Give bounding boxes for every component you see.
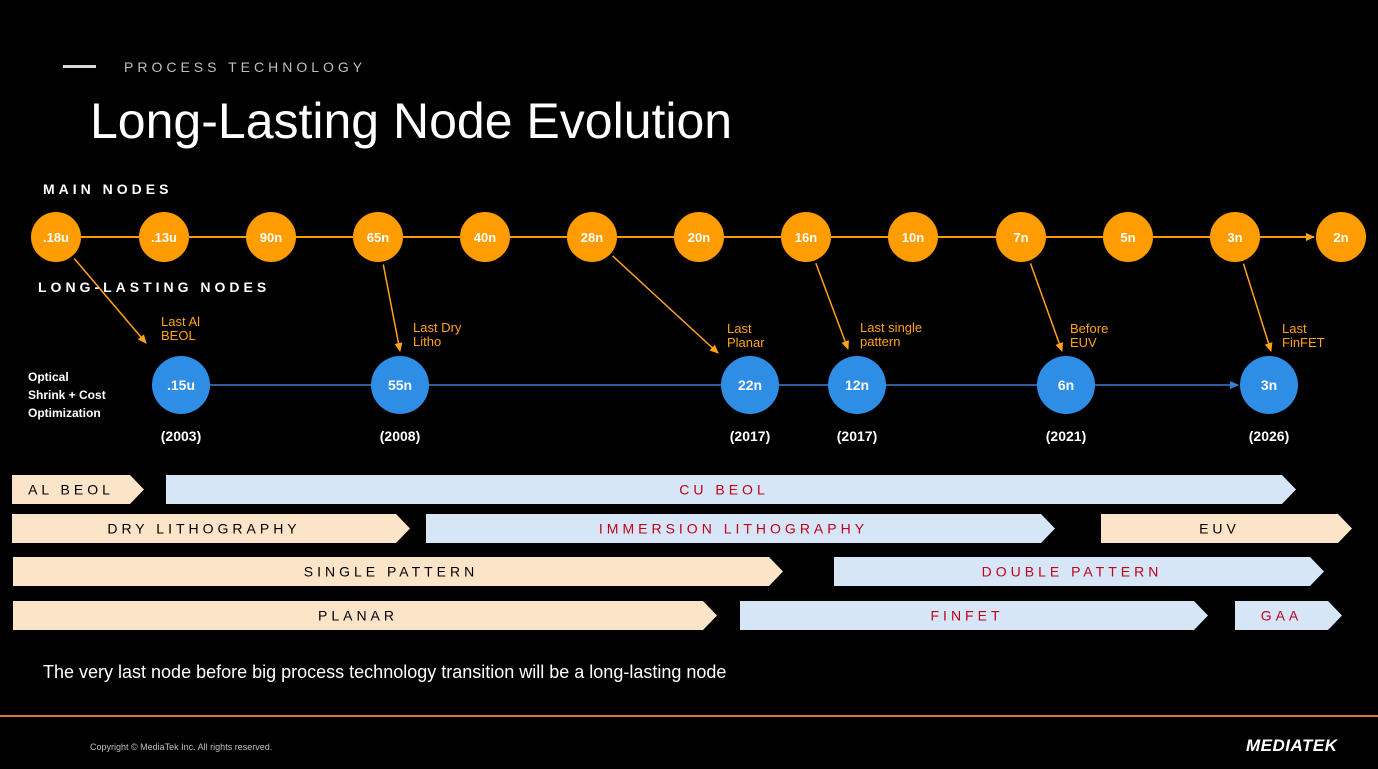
long-lasting-nodes-heading: LONG-LASTING NODES <box>38 279 271 295</box>
transition-arrow-15u <box>73 257 147 344</box>
tech-bar-label: CU BEOL <box>679 482 768 498</box>
transition-annotation: Last single <box>860 320 922 335</box>
transition-annotation: Last Dry <box>413 320 462 335</box>
tech-bar-al-beol <box>12 475 144 504</box>
main-node-label: 65n <box>367 230 389 245</box>
page-title: Long-Lasting Node Evolution <box>90 93 733 149</box>
tech-bar-label: IMMERSION LITHOGRAPHY <box>599 521 868 537</box>
long-lasting-node-year: (2017) <box>730 428 770 444</box>
transition-annotation: Last <box>727 321 752 336</box>
optical-line-2: Shrink + Cost <box>28 388 106 402</box>
tech-bar-label: DRY LITHOGRAPHY <box>107 521 300 537</box>
main-node-label: 2n <box>1333 230 1348 245</box>
tech-bar-label: AL BEOL <box>28 482 114 498</box>
transition-annotation: pattern <box>860 334 900 349</box>
tech-bar-dry-lithography <box>12 514 410 543</box>
main-nodes-heading: MAIN NODES <box>43 181 173 197</box>
main-node-7n <box>996 212 1046 262</box>
long-lasting-node-year: (2021) <box>1046 428 1086 444</box>
optical-line-1: Optical <box>28 370 69 384</box>
eyebrow-label: PROCESS TECHNOLOGY <box>124 59 367 75</box>
tagline: The very last node before big process te… <box>43 662 727 682</box>
main-node-18u <box>31 212 81 262</box>
main-node-label: 3n <box>1227 230 1242 245</box>
main-node-13u <box>139 212 189 262</box>
main-node-3n <box>1210 212 1260 262</box>
long-lasting-node-label: 55n <box>388 377 412 393</box>
long-lasting-node-label: 6n <box>1058 377 1074 393</box>
footer-rule <box>0 715 1378 717</box>
main-node-label: 28n <box>581 230 603 245</box>
tech-bar-finfet <box>740 601 1208 630</box>
tech-bar-label: FINFET <box>931 608 1004 624</box>
transition-arrow-3n <box>1242 263 1273 352</box>
main-node-label: 7n <box>1013 230 1028 245</box>
main-node-16n <box>781 212 831 262</box>
main-node-90n <box>246 212 296 262</box>
eyebrow-rule <box>63 65 96 68</box>
main-node-5n <box>1103 212 1153 262</box>
main-node-label: 16n <box>795 230 817 245</box>
transition-arrow-12n <box>815 262 849 350</box>
long-lasting-node-year: (2017) <box>837 428 877 444</box>
long-lasting-node-label: 22n <box>738 377 762 393</box>
main-node-label: 40n <box>474 230 496 245</box>
main-node-label: 5n <box>1120 230 1135 245</box>
long-lasting-node-12n <box>828 356 886 414</box>
long-lasting-node-year: (2026) <box>1249 428 1289 444</box>
tech-bar-label: DOUBLE PATTERN <box>982 564 1163 580</box>
tech-bar-single-pattern <box>13 557 783 586</box>
long-lasting-node-label: 3n <box>1261 377 1277 393</box>
transition-annotation: Before <box>1070 321 1108 336</box>
tech-bar-label: SINGLE PATTERN <box>304 564 479 580</box>
long-lasting-node-6n <box>1037 356 1095 414</box>
transition-arrow-6n <box>1029 263 1064 352</box>
main-node-10n <box>888 212 938 262</box>
transition-arrow-22n <box>612 255 719 354</box>
tech-bar-cu-beol <box>166 475 1296 504</box>
long-lasting-node-22n <box>721 356 779 414</box>
transition-annotation: EUV <box>1070 335 1097 350</box>
tech-bar-label: PLANAR <box>318 608 398 624</box>
main-node-label: .13u <box>151 230 177 245</box>
transition-annotation: Planar <box>727 335 765 350</box>
main-node-40n <box>460 212 510 262</box>
tech-bar-immersion-lithography <box>426 514 1055 543</box>
transition-annotation: Last Al <box>161 314 200 329</box>
main-node-28n <box>567 212 617 262</box>
long-lasting-node-year: (2008) <box>380 428 420 444</box>
long-lasting-node-label: .15u <box>167 377 195 393</box>
main-node-65n <box>353 212 403 262</box>
main-node-label: 90n <box>260 230 282 245</box>
transition-annotation: Litho <box>413 334 441 349</box>
main-node-label: 10n <box>902 230 924 245</box>
optical-shrink-label: Optical Shrink + Cost Optimization <box>28 368 138 422</box>
transition-arrow-55n <box>382 264 403 352</box>
long-lasting-node-year: (2003) <box>161 428 201 444</box>
tech-bar-euv <box>1101 514 1352 543</box>
tech-bar-label: EUV <box>1199 521 1240 537</box>
main-node-label: 20n <box>688 230 710 245</box>
optical-line-3: Optimization <box>28 406 101 420</box>
long-lasting-node-15u <box>152 356 210 414</box>
transition-annotation: Last <box>1282 321 1307 336</box>
main-node-2n <box>1316 212 1366 262</box>
main-node-20n <box>674 212 724 262</box>
copyright-text: Copyright © MediaTek Inc. All rights res… <box>90 742 273 752</box>
tech-bar-gaa <box>1235 601 1342 630</box>
long-lasting-node-3n <box>1240 356 1298 414</box>
mediatek-logo: MEDIATEK <box>1246 736 1338 755</box>
tech-bar-double-pattern <box>834 557 1324 586</box>
transition-annotation: BEOL <box>161 328 196 343</box>
long-lasting-node-55n <box>371 356 429 414</box>
transition-annotation: FinFET <box>1282 335 1325 350</box>
node-evolution-diagram: .18u .13u 90n 65n 40n 28n 20n 16n 10n 7n 5n 3n 2nLas… <box>12 212 1366 630</box>
long-lasting-node-label: 12n <box>845 377 869 393</box>
tech-bar-planar <box>13 601 717 630</box>
main-node-label: .18u <box>43 230 69 245</box>
tech-bar-label: GAA <box>1261 608 1303 624</box>
